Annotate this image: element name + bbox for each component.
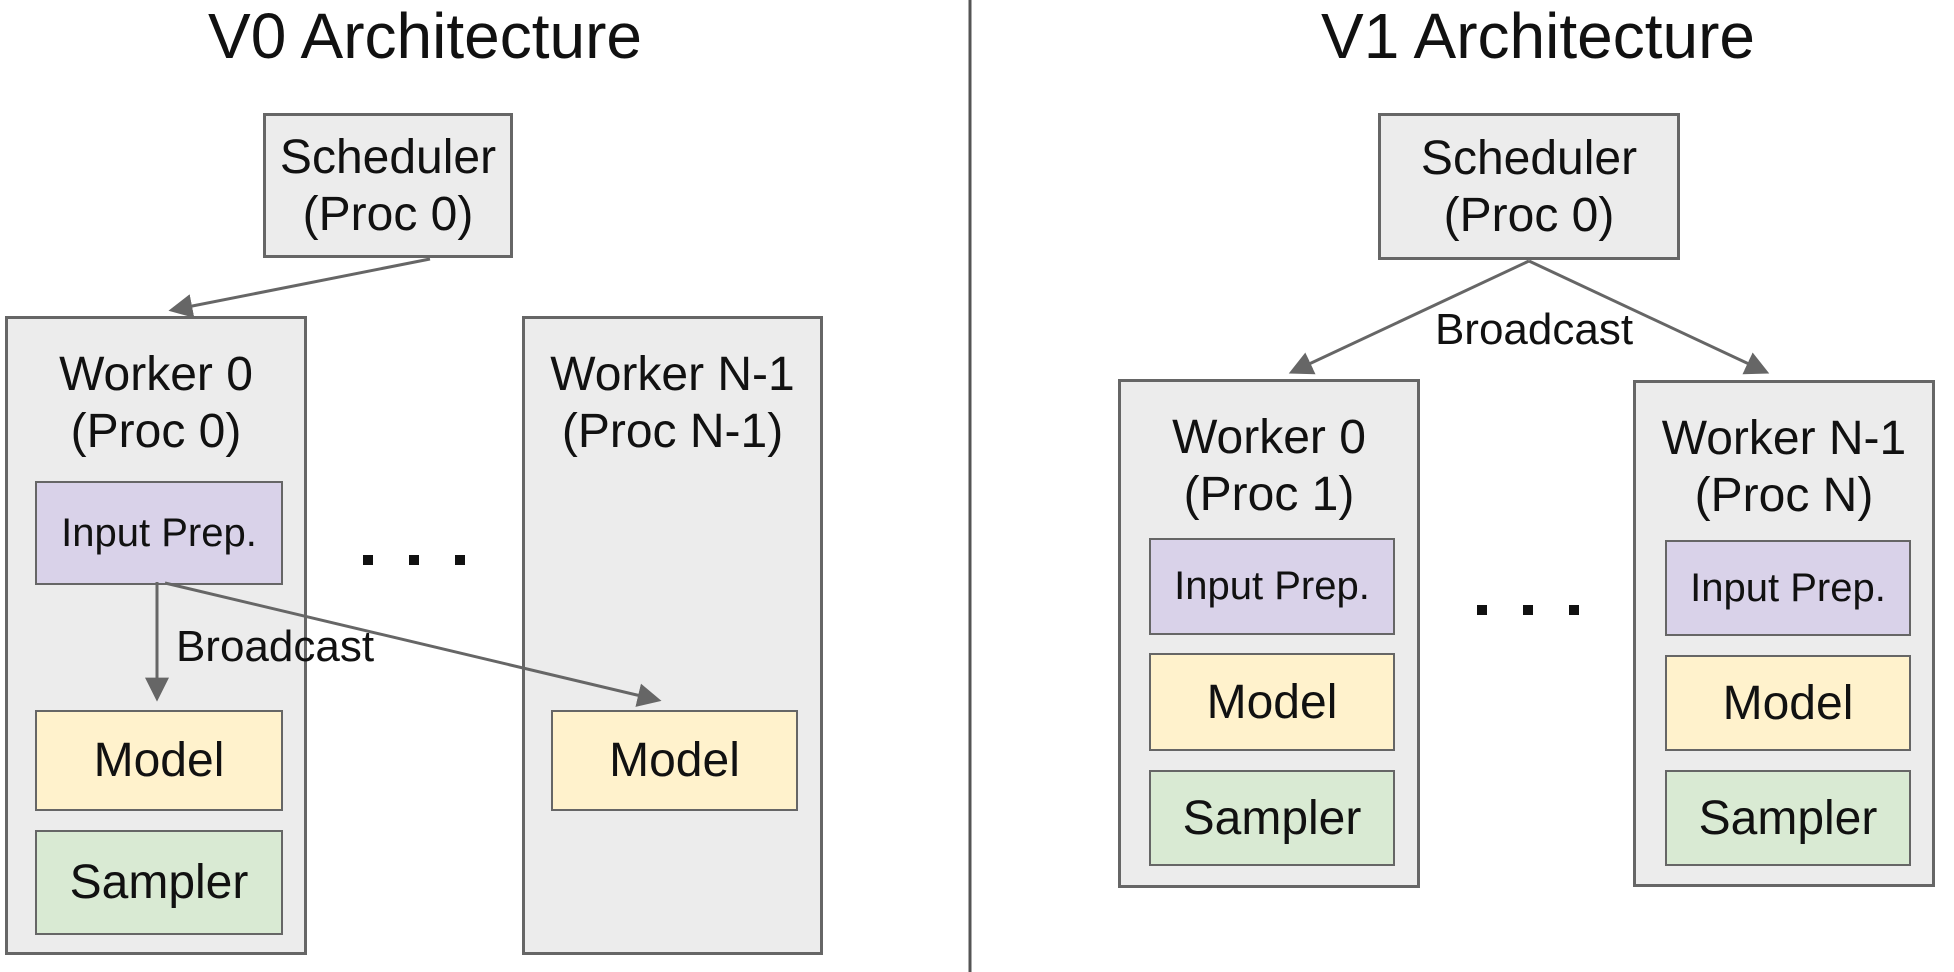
v0-scheduler-box: Scheduler (Proc 0) [263, 113, 513, 258]
v1-scheduler-box: Scheduler (Proc 0) [1378, 113, 1680, 260]
v0-title: V0 Architecture [208, 0, 642, 72]
v1-workerN-box: Worker N-1 (Proc N) Input Prep. Model Sa… [1633, 380, 1935, 887]
v1-title: V1 Architecture [1321, 0, 1755, 72]
v0-scheduler-to-worker0-arrow [168, 257, 431, 318]
v0-worker0-name: Worker 0 [59, 348, 253, 401]
v1-broadcast-label: Broadcast [1434, 305, 1634, 354]
v0-worker0-model-box: Model [35, 710, 283, 811]
v1-scheduler-proc: (Proc 0) [1443, 188, 1615, 242]
v1-worker0-name: Worker 0 [1172, 411, 1366, 464]
v1-scheduler-name: Scheduler [1420, 131, 1638, 185]
v0-scheduler-proc: (Proc 0) [302, 187, 474, 241]
v0-scheduler-name: Scheduler [279, 130, 497, 184]
v0-workerN-proc: (Proc N-1) [561, 405, 784, 458]
v0-workerN-name: Worker N-1 [550, 348, 795, 401]
v1-worker0-box: Worker 0 (Proc 1) Input Prep. Model Samp… [1118, 379, 1420, 888]
v0-ellipsis-dots [363, 555, 465, 565]
v1-workerN-label: Worker N-1 (Proc N) [1636, 410, 1932, 524]
ellipsis-dot [409, 555, 419, 565]
v1-worker0-input-prep-box: Input Prep. [1149, 538, 1395, 635]
v1-worker0-model-box: Model [1149, 653, 1395, 751]
v1-workerN-proc: (Proc N) [1694, 469, 1874, 522]
ellipsis-dot [1569, 605, 1579, 615]
ellipsis-dot [1477, 605, 1487, 615]
v0-worker0-input-prep-box: Input Prep. [35, 481, 283, 585]
v1-workerN-sampler-box: Sampler [1665, 770, 1911, 866]
v1-ellipsis-dots [1477, 605, 1579, 615]
v0-workerN-model-box: Model [551, 710, 798, 811]
v0-broadcast-label: Broadcast [175, 622, 375, 671]
v1-worker0-proc: (Proc 1) [1183, 468, 1355, 521]
v0-worker0-label: Worker 0 (Proc 0) [8, 346, 304, 460]
v0-scheduler-label: Scheduler (Proc 0) [266, 116, 510, 255]
v0-workerN-label: Worker N-1 (Proc N-1) [525, 346, 820, 460]
ellipsis-dot [363, 555, 373, 565]
v0-worker0-sampler-box: Sampler [35, 830, 283, 935]
v1-workerN-input-prep-box: Input Prep. [1665, 540, 1911, 636]
v1-scheduler-label: Scheduler (Proc 0) [1381, 116, 1677, 257]
v1-worker0-sampler-box: Sampler [1149, 770, 1395, 866]
v0-worker0-proc: (Proc 0) [70, 405, 242, 458]
ellipsis-dot [455, 555, 465, 565]
v1-workerN-model-box: Model [1665, 655, 1911, 751]
ellipsis-dot [1523, 605, 1533, 615]
v1-worker0-label: Worker 0 (Proc 1) [1121, 409, 1417, 523]
v1-workerN-name: Worker N-1 [1661, 412, 1907, 465]
v0-workerN-box: Worker N-1 (Proc N-1) Model [522, 316, 823, 955]
